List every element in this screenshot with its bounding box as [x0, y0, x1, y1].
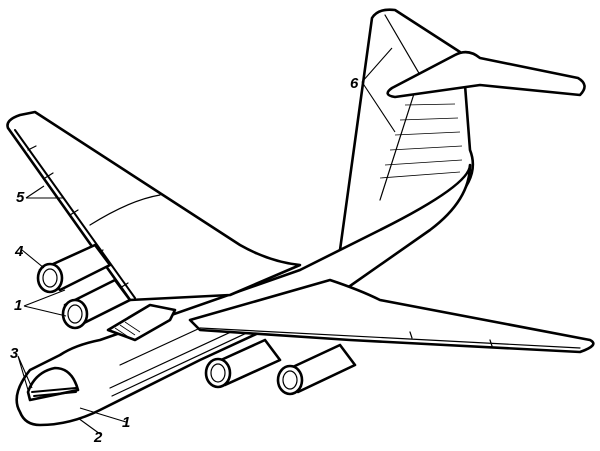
callout-label-1-nose: 1	[122, 414, 131, 431]
callout-label-3: 3	[10, 345, 19, 362]
cockpit-windows	[31, 387, 77, 397]
left-inboard-engine	[61, 278, 132, 330]
callout-label-4: 4	[15, 243, 24, 260]
right-inboard-engine	[204, 338, 282, 389]
horizontal-stabilizer	[386, 50, 586, 99]
right-wing	[188, 278, 595, 354]
callout-label-6: 6	[350, 75, 359, 92]
left-wing	[6, 110, 302, 302]
callout-label-5: 5	[16, 189, 25, 206]
vertical-fin	[338, 8, 475, 252]
callout-label-1-engines: 1	[14, 297, 23, 314]
leader-lines	[17, 47, 396, 435]
upper-hatch	[106, 303, 177, 342]
left-outboard-engine	[36, 243, 112, 294]
right-outboard-engine	[276, 343, 357, 396]
callout-label-2: 2	[94, 429, 103, 446]
